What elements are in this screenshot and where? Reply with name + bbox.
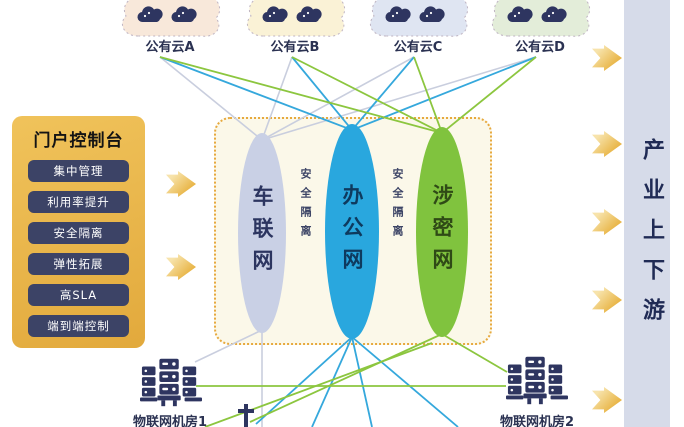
- server-rack-icon: [506, 356, 568, 405]
- datacenter-label: 物联网机房2: [499, 415, 575, 427]
- portal-item-centralized-management: 集中管理: [28, 160, 129, 182]
- network-label: 办公网: [340, 183, 364, 280]
- cloud-blob-icon: [370, 0, 469, 37]
- cloud-pair-icon: [385, 6, 445, 23]
- public-cloud-a: 公有云A: [118, 0, 222, 55]
- cloud-label: 公有云B: [270, 40, 320, 55]
- portal-item-high-sla: 高SLA: [28, 284, 129, 306]
- cloud-label: 公有云D: [515, 40, 565, 55]
- portal-item-utilization: 利用率提升: [28, 191, 129, 213]
- links-green: [159, 56, 537, 427]
- panel-title: 门户控制台: [33, 131, 124, 151]
- cloud-label: 公有云A: [145, 40, 195, 55]
- cloud-pair-icon: [507, 6, 567, 23]
- cloud-pair-icon: [137, 6, 197, 23]
- network-label: 涉密网: [430, 184, 454, 280]
- industry-bar-label: 产业上下游: [639, 138, 664, 338]
- network-ellipse-classified: 涉密网: [416, 127, 468, 337]
- server-rack-icon: [140, 358, 202, 407]
- cloud-pair-icon: [262, 6, 322, 23]
- portal-item-elastic-expansion: 弹性拓展: [28, 253, 129, 275]
- datacenter-label: 物联网机房1: [132, 415, 208, 427]
- public-cloud-b: 公有云B: [243, 0, 347, 55]
- links-gray: [159, 56, 537, 427]
- portal-console-panel: 门户控制台 集中管理 利用率提升 安全隔离 弹性拓展 高SLA 端到端控制: [12, 116, 145, 348]
- network-ellipse-office: 办公网: [325, 124, 379, 339]
- cloud-label: 公有云C: [393, 40, 443, 55]
- isolation-label: 安全隔离: [299, 168, 312, 244]
- network-ellipse-vehicle: 车联网: [238, 133, 286, 333]
- industry-chain-bar: 产业上下游: [624, 0, 670, 427]
- portal-item-security-isolation: 安全隔离: [28, 222, 129, 244]
- isolation-label: 安全隔离: [391, 168, 404, 244]
- network-label: 车联网: [250, 185, 274, 281]
- links-blue: [159, 56, 537, 427]
- public-cloud-c: 公有云C: [366, 0, 470, 55]
- cloud-blob-icon: [247, 0, 346, 37]
- antenna-cross-icon: [237, 404, 255, 427]
- cloud-blob-icon: [122, 0, 221, 37]
- cloud-blob-icon: [492, 0, 591, 37]
- public-cloud-d: 公有云D: [488, 0, 592, 55]
- portal-item-end-to-end: 端到端控制: [28, 315, 129, 337]
